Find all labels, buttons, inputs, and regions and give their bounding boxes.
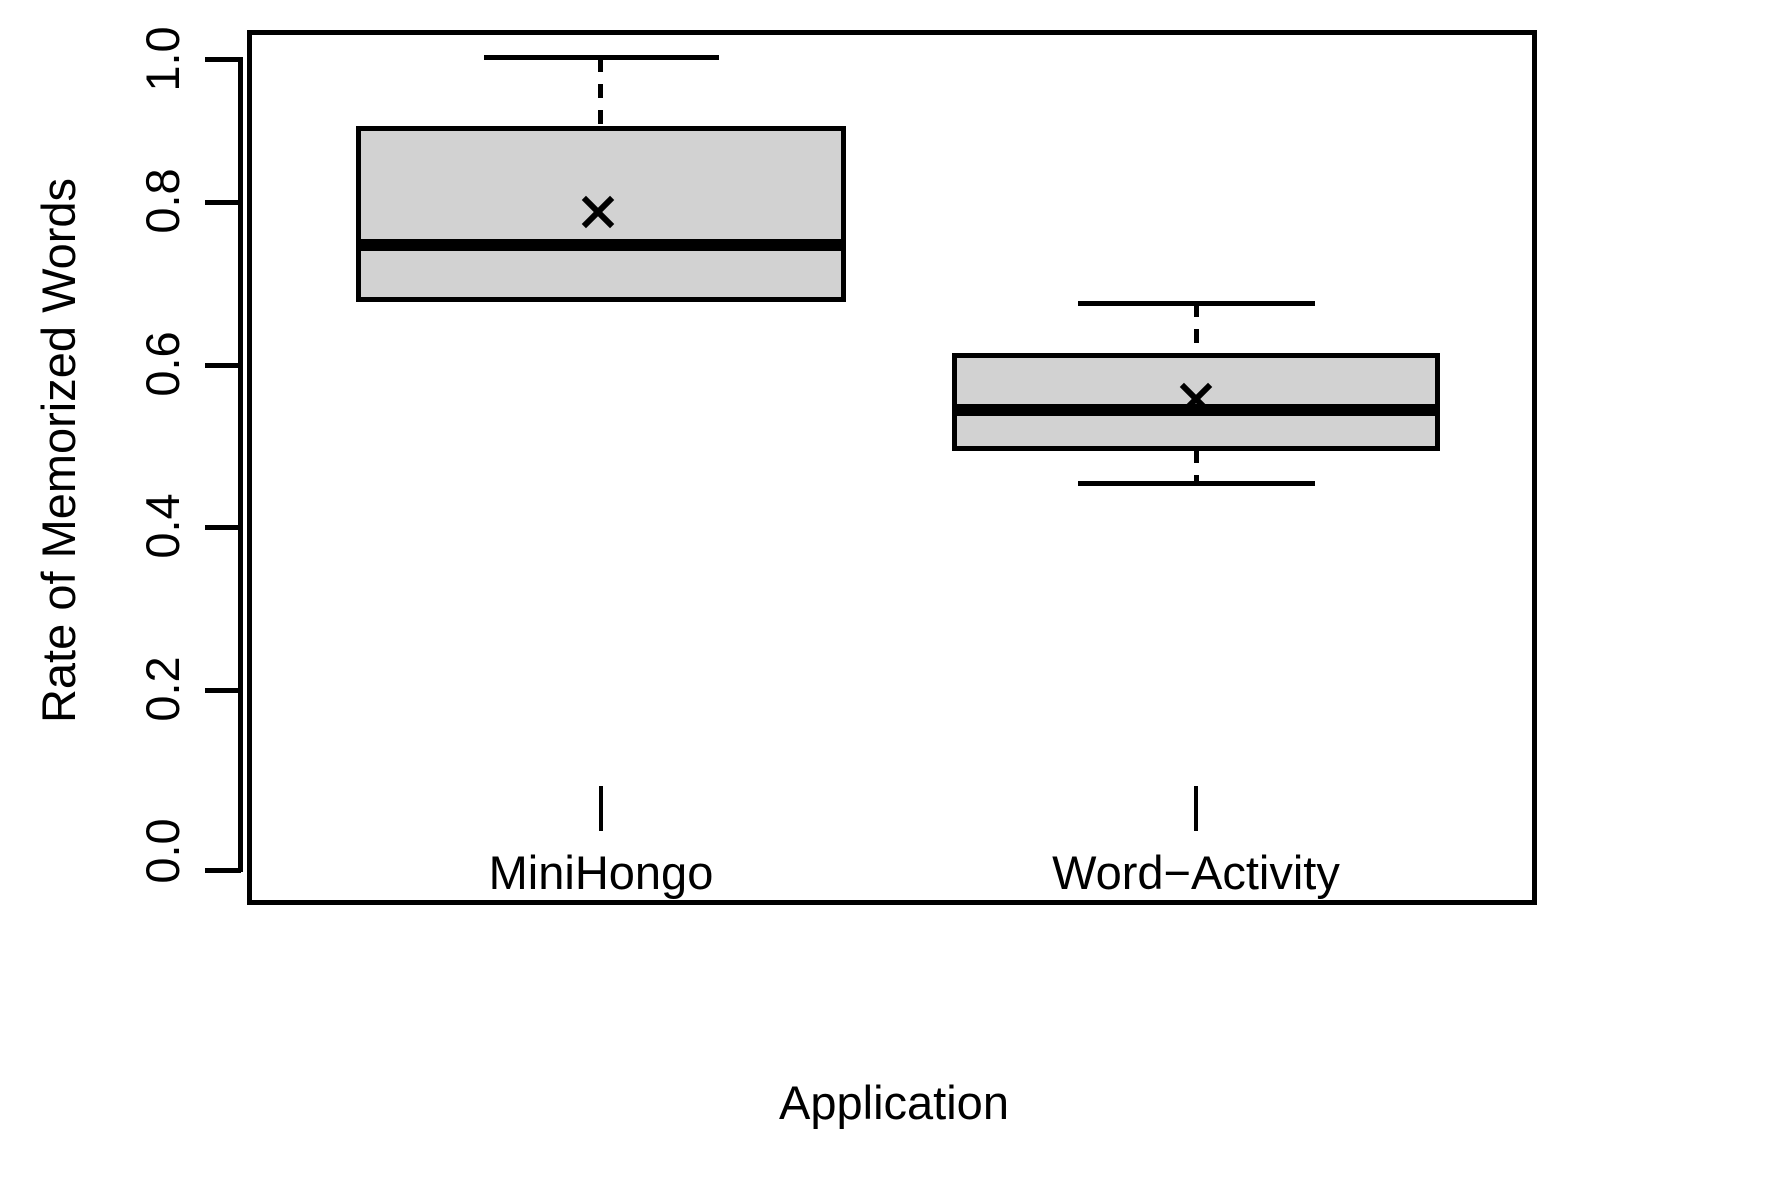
whisker-line-upper-minihongo (598, 58, 603, 130)
x-axis-title: Application (779, 1076, 1009, 1129)
mean-marker-word-activity (1176, 376, 1216, 416)
y-tick-label-0.2: 0.2 (136, 656, 189, 722)
median-line-minihongo (356, 239, 846, 251)
whisker-cap-upper-minihongo (484, 55, 719, 60)
y-tick-mark-0.2 (205, 688, 241, 693)
y-tick-label-0.8: 0.8 (136, 168, 189, 234)
y-axis-title-container: Rate of Memorized Words (14, 0, 104, 900)
x-tick-mark-minihongo (599, 786, 603, 831)
y-tick-mark-0.8 (205, 200, 241, 205)
y-tick-mark-0.6 (205, 363, 241, 368)
x-tick-mark-word-activity (1194, 786, 1198, 831)
y-tick-mark-0.0 (205, 868, 241, 873)
y-tick-label-1.0: 1.0 (136, 26, 189, 92)
whisker-line-lower-word-activity (1194, 449, 1199, 485)
y-tick-mark-0.4 (205, 525, 241, 530)
x-category-label-minihongo: MiniHongo (488, 846, 714, 899)
x-category-label-word-activity: Word−Activity (1052, 846, 1340, 899)
y-axis-spine (238, 57, 243, 872)
y-axis-title: Rate of Memorized Words (32, 177, 86, 723)
y-tick-label-0.6: 0.6 (136, 331, 189, 397)
y-tick-label-0.4: 0.4 (136, 493, 189, 559)
plot-region-frame (247, 30, 1537, 905)
whisker-cap-lower-word-activity (1078, 481, 1315, 486)
mean-marker-minihongo (578, 189, 618, 229)
y-tick-mark-1.0 (205, 57, 241, 62)
x-axis-title-container: Application (0, 1075, 1788, 1130)
whisker-line-upper-word-activity (1194, 303, 1199, 357)
y-tick-label-0.0: 0.0 (136, 818, 189, 884)
